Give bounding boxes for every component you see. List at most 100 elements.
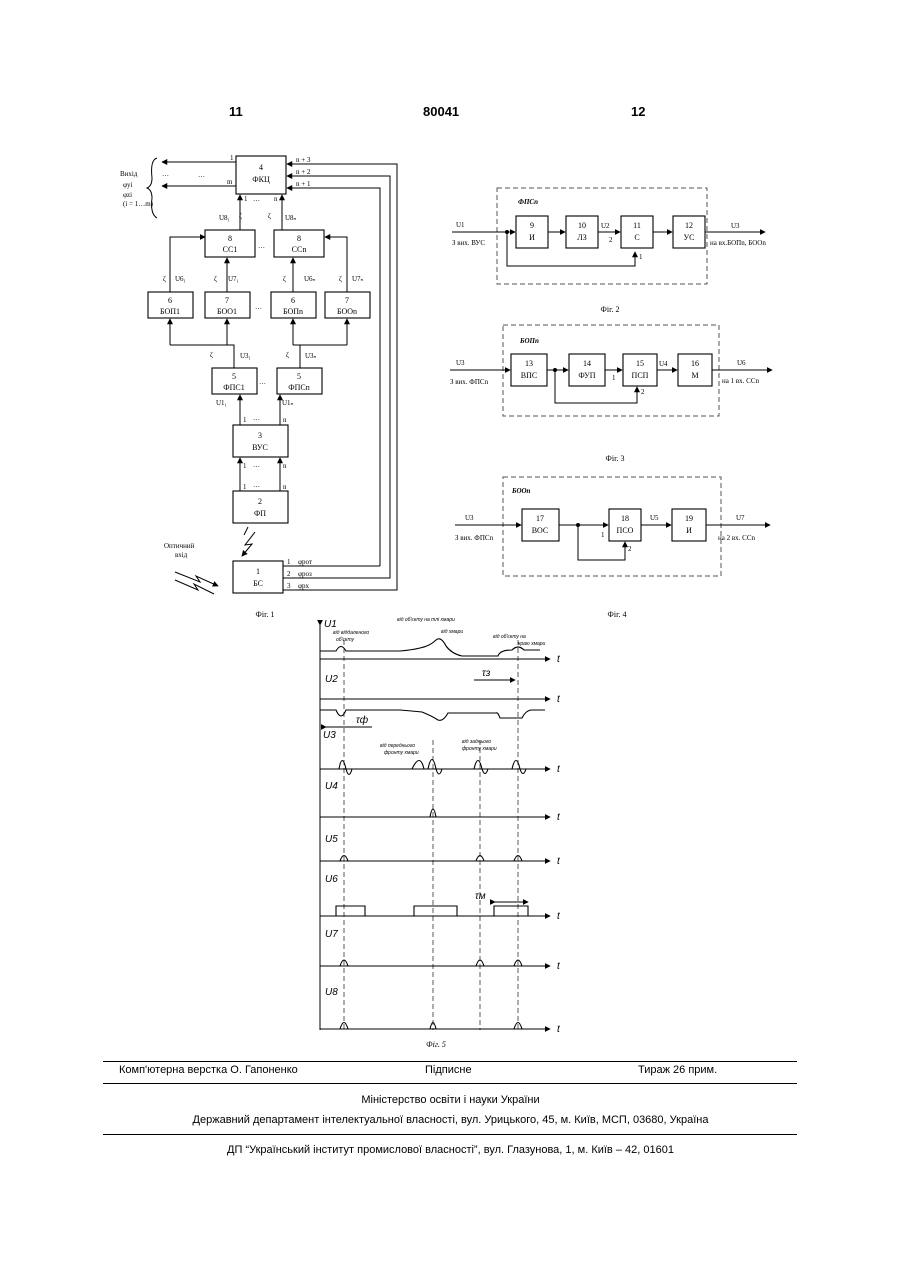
svg-text:U1: U1	[324, 619, 337, 630]
svg-text:2: 2	[628, 545, 632, 553]
svg-text:2: 2	[609, 236, 613, 244]
svg-text:БОПn: БОПn	[283, 307, 303, 316]
fig3-caption: Фіг. 3	[606, 454, 625, 463]
svg-text:ζ: ζ	[239, 212, 242, 220]
svg-text:φрх: φрх	[298, 582, 310, 590]
svg-text:ФПСn: ФПСn	[518, 198, 538, 206]
svg-text:U1₁: U1₁	[216, 399, 227, 407]
ministry: Міністерство освіти і науки України	[0, 1094, 901, 1106]
svg-text:U7: U7	[736, 514, 745, 522]
svg-text:8: 8	[297, 234, 301, 243]
svg-text:n: n	[274, 195, 278, 203]
svg-text:1: 1	[287, 558, 291, 566]
signal-u8-n: U8ₙ	[285, 214, 297, 222]
svg-text:U6: U6	[325, 874, 338, 885]
block-vus	[233, 425, 288, 457]
institute: ДП “Український інститут промислової вла…	[0, 1144, 901, 1156]
figure-5: U1 U2 U3 U4 U5 U6 U7 U8 t t t t t t t t	[320, 617, 561, 1049]
layout-credit: Комп'ютерна верстка О. Гапоненко	[119, 1064, 298, 1076]
svg-text:УС: УС	[684, 233, 695, 242]
svg-text:С: С	[634, 233, 639, 242]
svg-text:16: 16	[691, 359, 699, 368]
svg-text:18: 18	[621, 514, 629, 523]
svg-text:на вх.БОПn, БООn: на вх.БОПn, БООn	[710, 239, 766, 247]
svg-text:1: 1	[601, 531, 605, 539]
svg-text:n: n	[283, 483, 287, 491]
svg-text:…: …	[253, 481, 260, 489]
svg-text:ФП: ФП	[254, 509, 266, 518]
svg-text:від хмари: від хмари	[441, 629, 463, 635]
svg-text:φроз: φроз	[298, 570, 312, 578]
svg-text:15: 15	[636, 359, 644, 368]
svg-text:1: 1	[230, 154, 234, 162]
fig4-caption: Фіг. 4	[608, 610, 627, 619]
svg-text:ζ: ζ	[286, 351, 289, 359]
svg-text:ВУС: ВУС	[252, 443, 268, 452]
index-range-label: (i = 1…m)	[123, 200, 154, 208]
svg-text:И: И	[686, 526, 692, 535]
svg-text:від віддаленого: від віддаленого	[333, 630, 369, 636]
svg-text:13: 13	[525, 359, 533, 368]
svg-text:U7₁: U7₁	[228, 275, 239, 283]
svg-text:6: 6	[291, 296, 295, 305]
svg-text:…: …	[162, 170, 169, 178]
svg-text:7: 7	[225, 296, 229, 305]
svg-text:2: 2	[258, 497, 262, 506]
fig2-caption: Фіг. 2	[601, 305, 620, 314]
svg-text:t: t	[557, 694, 561, 705]
signal-u8-1: U8₁	[219, 214, 230, 222]
svg-text:U3: U3	[456, 359, 465, 367]
svg-text:СС1: СС1	[223, 245, 238, 254]
svg-text:U4: U4	[659, 360, 668, 368]
fig1-caption: Фіг. 1	[256, 610, 275, 619]
svg-text:Оптичний: Оптичний	[164, 542, 195, 550]
svg-text:8: 8	[228, 234, 232, 243]
svg-text:ζ: ζ	[214, 275, 217, 283]
svg-text:ССn: ССn	[292, 245, 307, 254]
svg-text:фронту хмари: фронту хмари	[462, 746, 497, 752]
svg-text:…: …	[253, 461, 260, 469]
svg-text:U1ₙ: U1ₙ	[282, 399, 294, 407]
svg-text:ζ: ζ	[210, 351, 213, 359]
svg-text:U3ₙ: U3ₙ	[305, 352, 317, 360]
svg-text:ζ: ζ	[268, 212, 271, 220]
svg-text:ВПС: ВПС	[521, 371, 537, 380]
svg-text:ВОС: ВОС	[532, 526, 549, 535]
svg-text:U1: U1	[456, 221, 465, 229]
svg-text:n + 1: n + 1	[296, 180, 311, 188]
svg-text:ζ: ζ	[283, 275, 286, 283]
svg-text:U3: U3	[323, 730, 336, 741]
block-bs	[233, 561, 283, 593]
svg-text:1: 1	[639, 253, 643, 261]
svg-text:U4: U4	[325, 781, 338, 792]
svg-text:від об'єкту на тлі хмари: від об'єкту на тлі хмари	[397, 617, 455, 623]
block-fp	[233, 491, 288, 523]
svg-text:…: …	[198, 171, 205, 179]
footer-rule-bottom	[103, 1134, 797, 1135]
circulation: Тираж 26 прим.	[638, 1064, 717, 1076]
svg-text:U3: U3	[465, 514, 474, 522]
svg-text:1: 1	[243, 483, 247, 491]
svg-text:n: n	[283, 462, 287, 470]
svg-text:U5: U5	[650, 514, 659, 522]
svg-text:БОПn: БОПn	[519, 337, 539, 345]
svg-text:3: 3	[287, 582, 291, 590]
output-brace	[147, 158, 157, 218]
svg-text:ФУП: ФУП	[578, 371, 595, 380]
svg-text:від об'єкту на: від об'єкту на	[493, 634, 526, 640]
svg-text:t: t	[557, 911, 561, 922]
svg-text:ЛЗ: ЛЗ	[577, 233, 586, 242]
svg-text:…: …	[259, 378, 266, 386]
figure-1: Вихід φyi φzi (i = 1…m) 4 ФКЦ 1 m … … n …	[120, 154, 397, 619]
svg-text:БОО1: БОО1	[217, 307, 237, 316]
svg-text:U2: U2	[325, 674, 338, 685]
svg-text:ФПСn: ФПСn	[288, 383, 309, 392]
svg-text:U6₁: U6₁	[175, 275, 186, 283]
svg-text:U2: U2	[601, 222, 610, 230]
svg-text:З вих. ВУС: З вих. ВУС	[452, 239, 485, 247]
svg-text:ζ: ζ	[163, 275, 166, 283]
svg-text:вхід: вхід	[175, 551, 188, 559]
footer-rule-mid	[103, 1083, 797, 1084]
svg-text:БООn: БООn	[511, 487, 531, 495]
svg-text:m: m	[227, 178, 233, 186]
